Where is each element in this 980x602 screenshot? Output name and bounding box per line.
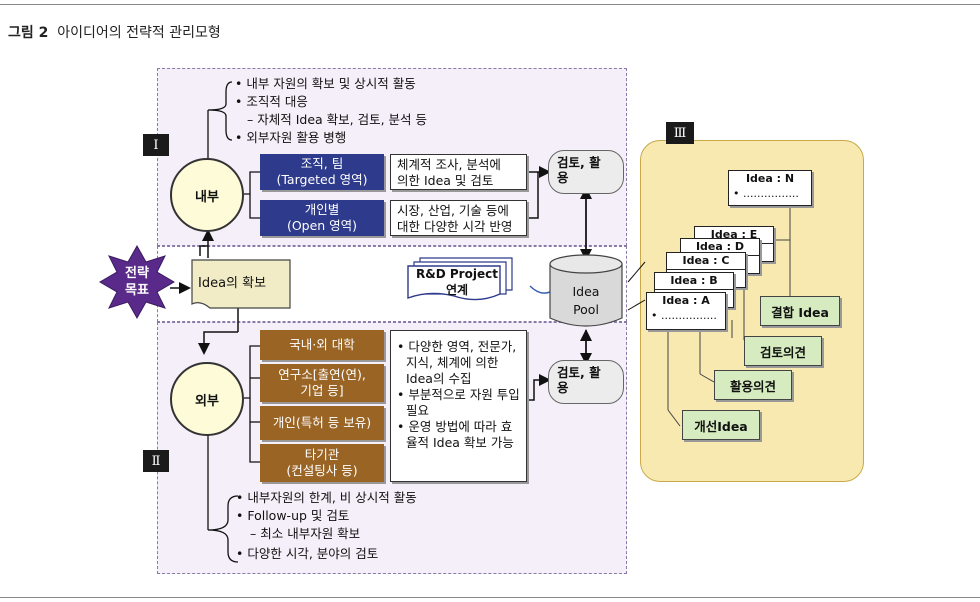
- internal-box-team-line1: 조직, 팀: [300, 156, 344, 171]
- external-source-institute-line2: 기업 등]: [300, 383, 344, 398]
- internal-review-line2: 용: [557, 170, 569, 185]
- idea-card-n-dots: • ................: [733, 187, 799, 200]
- idea-card-c-title: Idea : C: [667, 253, 745, 270]
- external-desc-3: Idea의 수집: [406, 371, 472, 386]
- strategy-star-icon: [99, 244, 175, 320]
- external-desc-7: 율적 Idea 확보 가능: [406, 435, 514, 450]
- internal-bullet-3: – 자체적 Idea 확보, 검토, 분석 등: [247, 112, 428, 127]
- figure-title: 그림 2 아이디어의 전략적 관리모형: [8, 22, 221, 42]
- roman-three-label: Ⅲ: [666, 122, 694, 144]
- internal-bullet-2: • 조직적 대응: [235, 94, 308, 109]
- label-improved-idea: 개선Idea: [682, 410, 760, 440]
- external-desc-5: 필요: [406, 403, 430, 418]
- external-source-agency-line2: (컨설팅사 등): [286, 463, 358, 478]
- internal-bullet-4: • 외부자원 활용 병행: [235, 130, 347, 145]
- rnd-line1: R&D Project: [416, 267, 498, 281]
- figure-title-text: 아이디어의 전략적 관리모형: [57, 25, 221, 41]
- idea-card-a-dots: • ................: [651, 309, 717, 322]
- idea-card-n-title: Idea : N: [745, 172, 795, 185]
- internal-box-individual-line2: (Open 영역): [286, 218, 358, 233]
- external-source-institute-line1: 연구소[출연(연),: [278, 367, 366, 382]
- external-bullet-4: • 다양한 시각, 분야의 검토: [236, 546, 379, 561]
- label-review-opinion: 검토의견: [744, 336, 822, 366]
- internal-box-individual: 개인별 (Open 영역): [260, 200, 384, 236]
- external-bullet-3: – 최소 내부자원 확보: [250, 526, 361, 541]
- idea-acquire-label: Idea의 확보: [198, 276, 267, 291]
- external-desc-2: 지식, 체계에 의한: [406, 355, 499, 370]
- external-source-university-line1: 국내·외 대학: [289, 337, 355, 352]
- top-rule: [0, 4, 980, 5]
- internal-box-individual-desc-line2: 대한 다양한 시각 반영: [397, 219, 513, 234]
- strategy-line2: 목표: [125, 283, 149, 298]
- internal-box-individual-line1: 개인별: [304, 202, 340, 217]
- internal-box-team-line2: (Targeted 영역): [276, 172, 368, 187]
- external-bullet-1: • 내부자원의 한계, 비 상시적 활동: [236, 490, 417, 505]
- internal-bullet-1: • 내부 자원의 확보 및 상시적 활동: [235, 76, 416, 91]
- internal-box-team-desc-line2: 의한 Idea 및 검토: [397, 173, 494, 188]
- external-source-institute: 연구소[출연(연), 기업 등]: [260, 364, 384, 402]
- internal-box-individual-desc: 시장, 산업, 기술 등에 대한 다양한 시각 반영: [390, 200, 527, 236]
- idea-card-a-title: Idea : A: [662, 294, 710, 307]
- external-source-agency-line1: 타기관: [304, 447, 340, 462]
- idea-card-a: Idea : A • ................: [646, 292, 726, 330]
- strategy-line1: 전략: [125, 266, 149, 281]
- external-review-box: 검토, 활 용: [548, 360, 624, 404]
- external-source-individual-line1: 개인(특허 등 보유): [272, 415, 372, 430]
- pool-line1: Idea: [572, 284, 600, 299]
- figure-label: 그림 2: [8, 25, 49, 41]
- roman-two-label: Ⅱ: [143, 450, 169, 472]
- external-desc-6: • 운영 방법에 따라 효: [397, 419, 513, 434]
- internal-review-line1: 검토, 활: [557, 155, 601, 170]
- external-desc-4: • 부분적으로 자원 투입: [397, 387, 520, 402]
- pool-line2: Pool: [573, 302, 599, 317]
- bottom-rule: [0, 597, 980, 598]
- roman-one-label: Ⅰ: [143, 134, 169, 156]
- external-source-individual: 개인(특허 등 보유): [260, 406, 384, 440]
- internal-box-team: 조직, 팀 (Targeted 영역): [260, 154, 384, 190]
- internal-box-individual-desc-line1: 시장, 산업, 기술 등에: [397, 203, 509, 218]
- rnd-line2: 연계: [445, 283, 469, 297]
- idea-card-b-title: Idea : B: [655, 273, 733, 290]
- external-review-line2: 용: [557, 380, 569, 395]
- external-desc-1: • 다양한 영역, 전문가,: [397, 339, 517, 354]
- external-review-line1: 검토, 활: [557, 365, 601, 380]
- external-desc-box: • 다양한 영역, 전문가, 지식, 체계에 의한 Idea의 수집 • 부분적…: [390, 330, 527, 482]
- internal-box-team-desc: 체계적 조사, 분석에 의한 Idea 및 검토: [390, 154, 527, 190]
- label-combined-idea: 결합 Idea: [760, 296, 840, 326]
- external-circle: 외부: [170, 362, 244, 436]
- label-usage-opinion: 활용의견: [714, 370, 792, 400]
- internal-circle: 내부: [170, 158, 244, 232]
- external-bullet-2: • Follow-up 및 검토: [236, 508, 350, 523]
- external-source-university: 국내·외 대학: [260, 330, 384, 360]
- internal-review-box: 검토, 활 용: [548, 150, 624, 194]
- external-source-agency: 타기관 (컨설팅사 등): [260, 444, 384, 482]
- idea-card-n: Idea : N • ................: [728, 170, 812, 206]
- internal-box-team-desc-line1: 체계적 조사, 분석에: [397, 157, 501, 172]
